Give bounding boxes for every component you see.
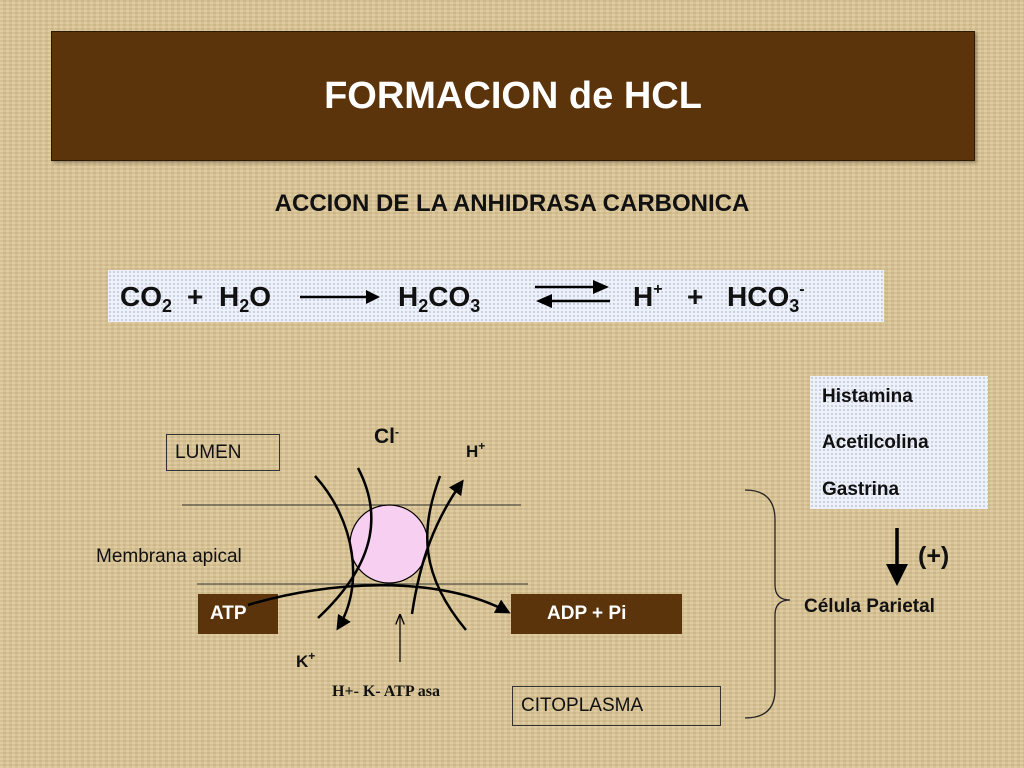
h2co3-subscript-2: 3 <box>470 296 481 316</box>
stimuli-panel <box>810 376 988 509</box>
stimulus-acetilcolina: Acetilcolina <box>822 432 929 453</box>
h2co3-co: CO <box>428 281 471 312</box>
equation-co2: CO2 <box>120 281 173 316</box>
equation-h2co3: H2CO3 <box>398 281 481 316</box>
h2o-h: H <box>219 281 240 312</box>
stimulus-histamina: Histamina <box>822 386 913 407</box>
chloride-arrow <box>314 475 355 631</box>
potassium-arrow <box>317 467 373 619</box>
stimulus-sign: (+) <box>918 542 950 570</box>
adp-bar: ADP + Pi <box>511 594 682 634</box>
equation-h2o: H2O <box>219 281 272 316</box>
equilibrium-arrows <box>535 280 610 308</box>
cytoplasm-box: CITOPLASMA <box>512 686 721 726</box>
h2co3-subscript-1: 2 <box>418 296 429 316</box>
title-bar: FORMACION de HCL <box>51 31 975 161</box>
equation-hplus: H+ <box>633 281 663 313</box>
stimulus-gastrina: Gastrina <box>822 479 900 500</box>
equation-plus-1: + <box>187 281 204 312</box>
potassium-superscript: + <box>308 649 316 663</box>
proton-text: H <box>466 442 479 461</box>
proton-label: H+ <box>466 439 486 462</box>
page-title: FORMACION de HCL <box>324 74 702 117</box>
atp-label: ATP <box>210 603 247 624</box>
h2co3-h: H <box>398 281 419 312</box>
chloride-superscript: - <box>395 425 399 439</box>
potassium-arrow-2 <box>426 475 467 631</box>
membrane-label: Membrana apical <box>96 546 242 567</box>
cytoplasm-label: CITOPLASMA <box>521 695 644 716</box>
hco3-superscript: - <box>799 281 805 298</box>
hplus-superscript: + <box>653 281 663 298</box>
h2o-o: O <box>249 281 272 312</box>
cell-brace <box>744 489 791 719</box>
lumen-box: LUMEN <box>166 434 280 471</box>
equation-hco3: HCO3- <box>727 281 805 316</box>
potassium-label: K+ <box>296 649 316 672</box>
potassium-text: K <box>296 652 309 671</box>
hco3-subscript: 3 <box>789 296 800 316</box>
equation-panel <box>108 270 884 322</box>
stimulation-arrow <box>886 528 908 586</box>
equation-plus-2: + <box>687 281 704 312</box>
proton-superscript: + <box>478 439 486 453</box>
target-cell-label: Célula Parietal <box>804 596 935 617</box>
proton-arrow <box>410 479 464 615</box>
co2-subscript: 2 <box>162 296 173 316</box>
lumen-label: LUMEN <box>175 441 242 463</box>
adp-label: ADP + Pi <box>547 603 627 624</box>
hco3-text: HCO <box>727 281 790 312</box>
hplus-h: H <box>633 281 654 312</box>
pump-label: H+- K- ATP asa <box>332 683 440 700</box>
atp-adp-arrow <box>247 584 511 614</box>
pump-circle <box>349 504 429 584</box>
h2o-subscript: 2 <box>239 296 250 316</box>
subtitle: ACCION DE LA ANHIDRASA CARBONICA <box>274 190 750 217</box>
chloride-text: Cl <box>374 425 395 448</box>
co2-text: CO <box>120 281 162 312</box>
chloride-label: Cl- <box>374 425 399 449</box>
forward-arrow <box>300 290 380 304</box>
